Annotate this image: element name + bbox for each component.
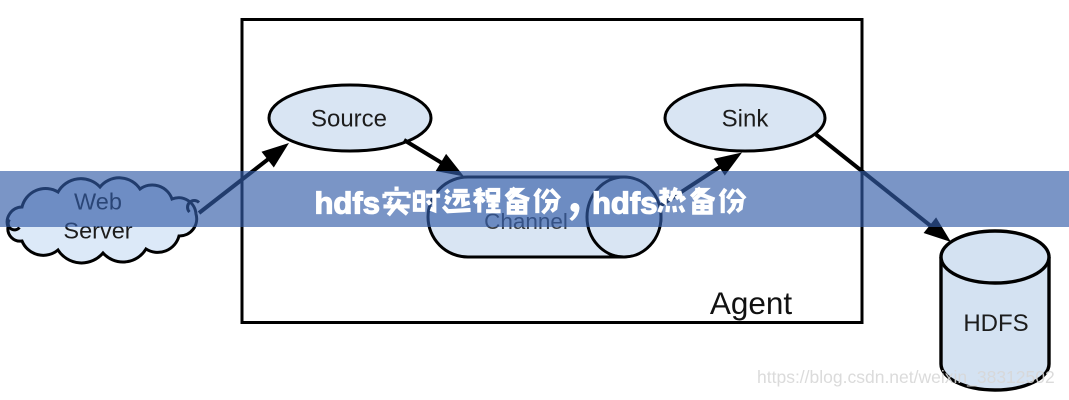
- svg-text:Source: Source: [311, 106, 387, 133]
- svg-text:Sink: Sink: [722, 106, 770, 133]
- svg-text:hdfs: hdfs: [592, 186, 657, 221]
- svg-text:Agent: Agent: [710, 285, 793, 321]
- svg-text:HDFS: HDFS: [963, 310, 1028, 337]
- svg-text:hdfs: hdfs: [315, 186, 380, 221]
- svg-text:https://blog.csdn.net/weixin_3: https://blog.csdn.net/weixin_38312502: [757, 367, 1055, 388]
